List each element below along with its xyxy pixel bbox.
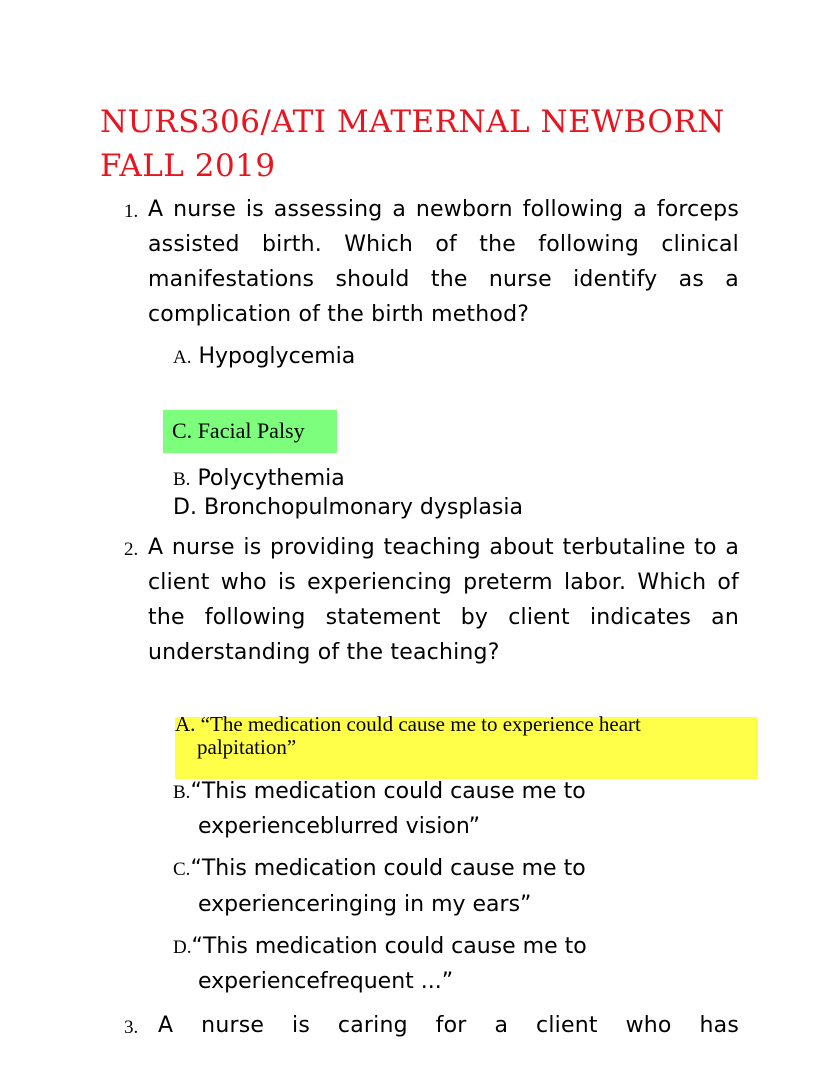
question-2-option-b: B.“This medication could cause me to	[173, 774, 586, 811]
option-text: Bronchopulmonary dysplasia	[203, 495, 523, 520]
question-2-option-c-line2: experienceringing in my ears”	[198, 892, 532, 917]
option-letter: D.	[173, 495, 197, 520]
option-letter: C.	[172, 418, 193, 443]
option-text-line1: “This medication could cause me to	[191, 934, 587, 959]
option-letter: A.	[175, 712, 196, 736]
question-2-option-d: D.“This medication could cause me to	[173, 929, 587, 966]
option-letter: B.	[173, 782, 191, 803]
option-text-line1: “This medication could cause me to	[190, 856, 586, 881]
question-1-option-b: B. Polycythemia	[173, 461, 345, 498]
question-3-text: A nurse is caring for a client who has	[158, 1013, 739, 1038]
option-letter: B.	[173, 469, 191, 490]
question-2-option-a: A. “The medication could cause me to exp…	[175, 713, 755, 759]
option-letter: A.	[173, 347, 192, 368]
question-3-number: 3.	[124, 1017, 139, 1038]
question-2-answer-highlight: A. “The medication could cause me to exp…	[175, 713, 758, 779]
option-text-line1: “The medication could cause me to experi…	[200, 712, 641, 736]
document-title: NURS306/ATI MATERNAL NEWBORN FALL 2019	[100, 104, 725, 184]
question-1-option-d: D. Bronchopulmonary dysplasia	[173, 490, 523, 526]
question-2-text: A nurse is providing teaching about terb…	[148, 535, 739, 665]
question-1-option-c: C. Facial Palsy	[172, 417, 305, 445]
option-letter: C.	[173, 859, 191, 880]
option-text-line2: palpitation”	[197, 735, 297, 759]
question-1-number: 1.	[124, 201, 139, 222]
question-1-option-a: A. Hypoglycemia	[173, 339, 355, 376]
option-letter: D.	[173, 937, 192, 958]
option-text: Facial Palsy	[197, 418, 305, 443]
option-text-line1: “This medication could cause me to	[190, 779, 586, 804]
question-2-number: 2.	[124, 539, 139, 560]
question-1-answer-highlight: C. Facial Palsy	[163, 410, 337, 453]
question-2-option-b-line2: experienceblurred vision”	[198, 814, 480, 839]
question-1-text: A nurse is assessing a newborn following…	[148, 197, 739, 327]
question-2-option-c: C.“This medication could cause me to	[173, 851, 586, 888]
option-text: Hypoglycemia	[198, 344, 356, 369]
option-text: Polycythemia	[197, 466, 345, 491]
question-2-option-d-line2: experiencefrequent ...”	[198, 969, 454, 994]
